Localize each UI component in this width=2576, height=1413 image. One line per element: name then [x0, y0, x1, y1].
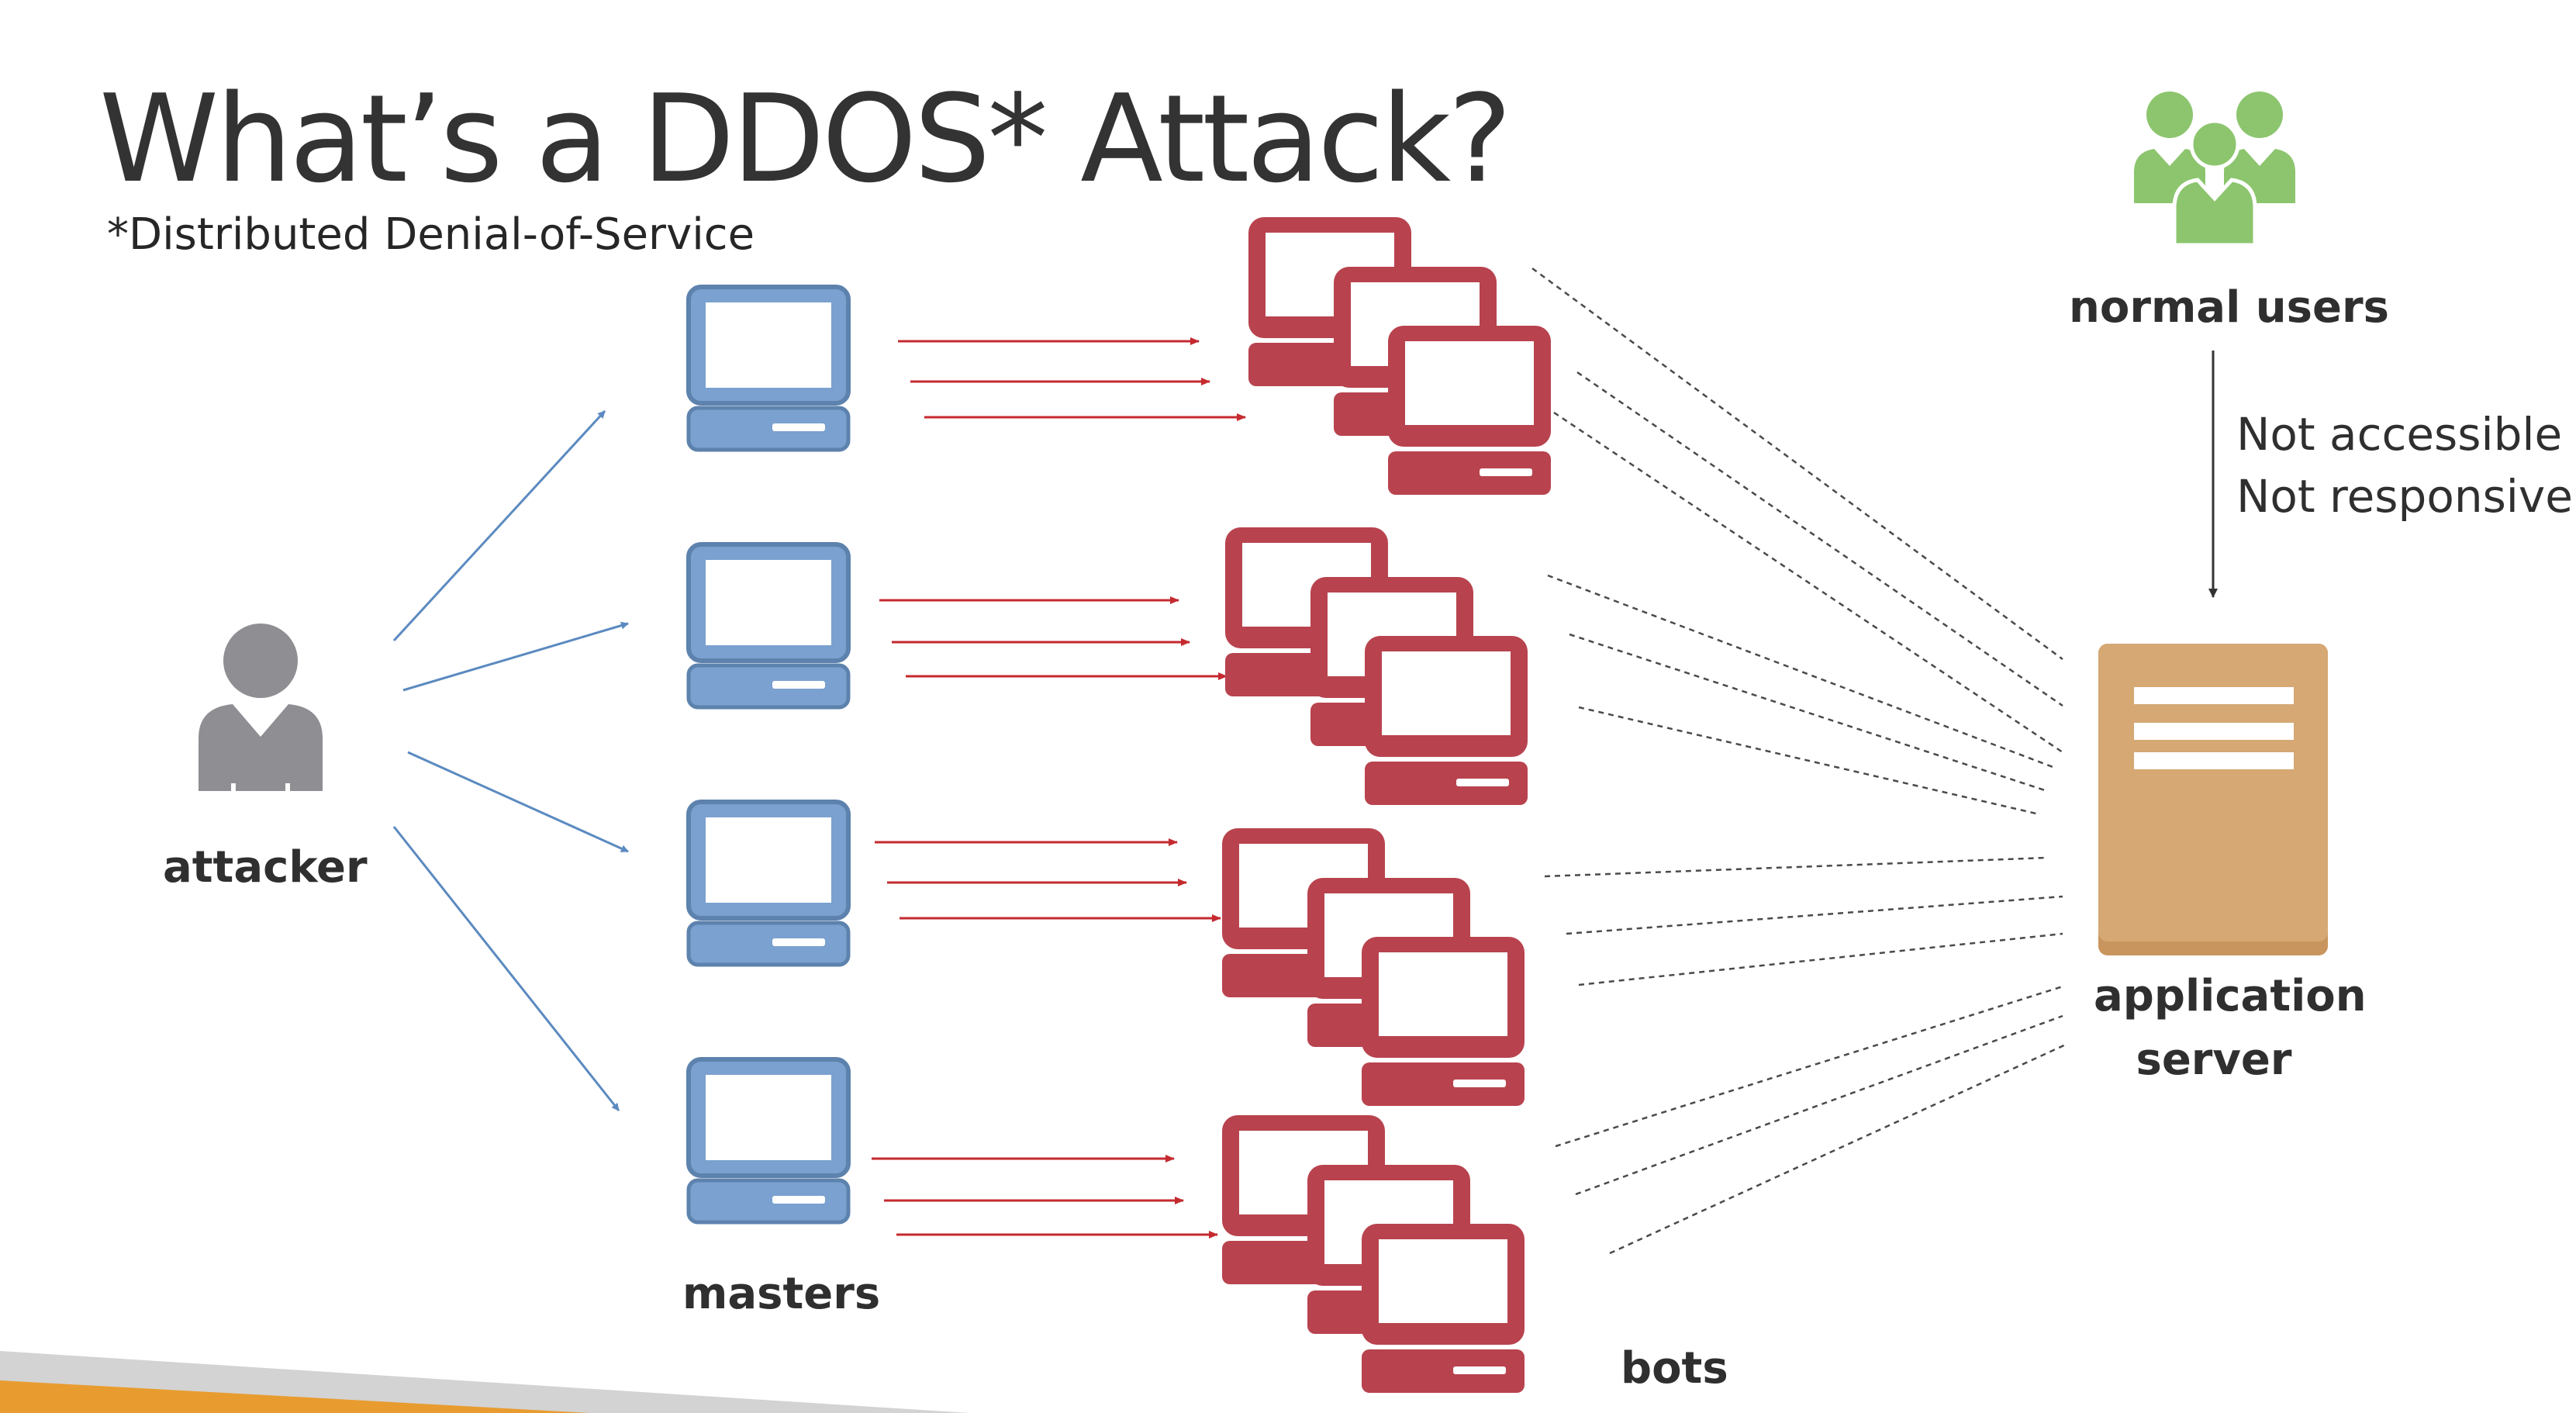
bot-stack-icon — [1222, 828, 1525, 1106]
bot-stack-icon — [1248, 217, 1551, 495]
attacker-icon — [199, 624, 323, 793]
master-computer-icon — [689, 544, 848, 707]
bot-stack-icon — [1225, 527, 1528, 805]
user-group-icon — [2134, 92, 2295, 247]
masters-label: masters — [682, 1269, 881, 1319]
dashed-line — [1544, 856, 2048, 878]
footer-orange-band — [0, 1380, 589, 1413]
server-icon — [2098, 644, 2328, 955]
master-computer-icon — [689, 802, 848, 965]
dashed-line — [1578, 932, 2063, 986]
dashed-line — [1609, 1042, 2068, 1255]
dashed-line — [1531, 267, 2063, 661]
dashed-line — [1553, 411, 2063, 754]
arrow-to-master-3 — [407, 751, 629, 853]
dashed-line — [1569, 633, 2048, 793]
slide-title: What’s a DDOS* Attack? — [99, 68, 1512, 209]
status-not-responsive: Not responsive — [2236, 470, 2573, 523]
server-label-line2: server — [2136, 1035, 2292, 1085]
masters-to-bots-arrows — [872, 337, 1246, 1239]
master-computer-icon — [689, 287, 848, 450]
server-label-line1: application — [2094, 971, 2367, 1021]
dashed-line — [1566, 895, 2063, 935]
dashed-line — [1575, 1014, 2063, 1196]
master-computer-icon — [689, 1059, 848, 1222]
dashed-line — [1555, 985, 2063, 1148]
dashed-line — [1547, 574, 2056, 769]
arrow-to-master-2 — [402, 621, 629, 692]
attacker-to-masters-arrows — [392, 409, 629, 1111]
slide-subtitle: *Distributed Denial-of-Service — [107, 209, 755, 260]
arrow-to-master-1 — [392, 409, 606, 642]
arrow-to-master-4 — [392, 826, 620, 1111]
dashed-line — [1578, 706, 2040, 816]
normal-users-label: normal users — [2069, 282, 2389, 333]
status-not-accessible: Not accessible — [2236, 408, 2563, 461]
attacker-label: attacker — [163, 842, 368, 893]
bot-stack-icon — [1222, 1115, 1525, 1393]
bots-label: bots — [1621, 1343, 1728, 1394]
bots-to-server-lines — [1531, 267, 2068, 1255]
dashed-line — [1576, 371, 2063, 707]
